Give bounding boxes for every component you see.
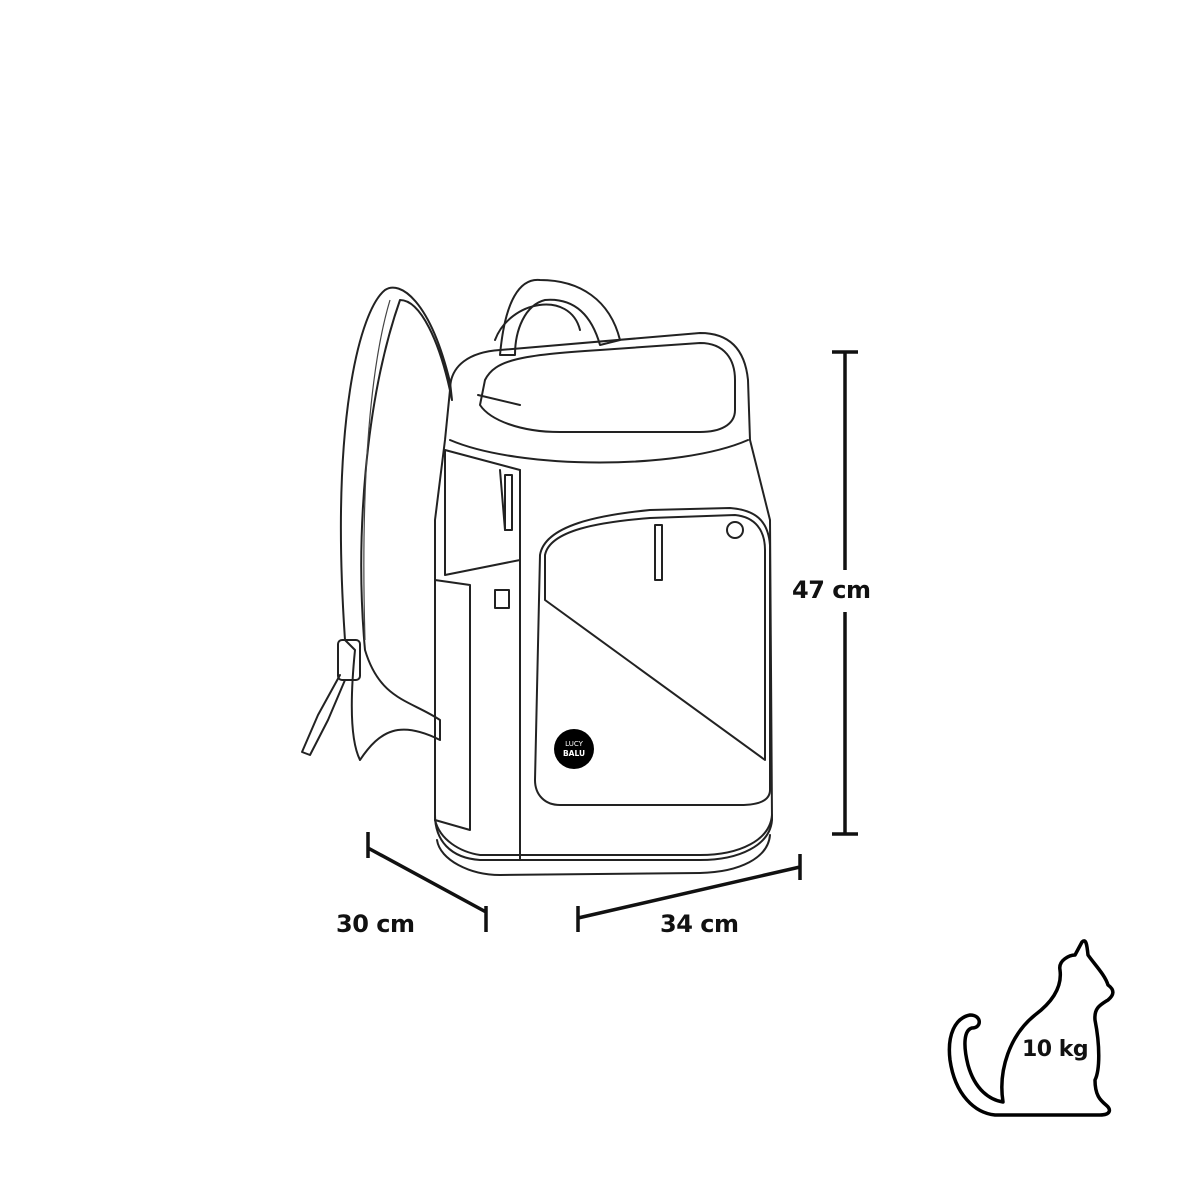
strap-buckle — [337, 639, 361, 681]
logo-text-line2: BALU — [563, 749, 585, 758]
height-dimension-line — [832, 350, 858, 836]
left-shoulder-strap — [340, 286, 453, 761]
width-dimension-line — [576, 854, 802, 932]
cat-icon — [947, 939, 1115, 1117]
depth-dimension-line — [366, 832, 488, 932]
logo-text-line1: LUCY — [565, 740, 583, 748]
pocket-ring — [726, 521, 744, 539]
front-pocket — [534, 507, 771, 806]
height-label: 47 cm — [792, 576, 871, 604]
brand-logo — [554, 729, 594, 769]
depth-label: 30 cm — [336, 910, 415, 938]
right-shoulder-strap — [499, 278, 621, 356]
width-label: 34 cm — [660, 910, 739, 938]
weight-capacity-label: 10 kg — [1022, 1037, 1089, 1062]
